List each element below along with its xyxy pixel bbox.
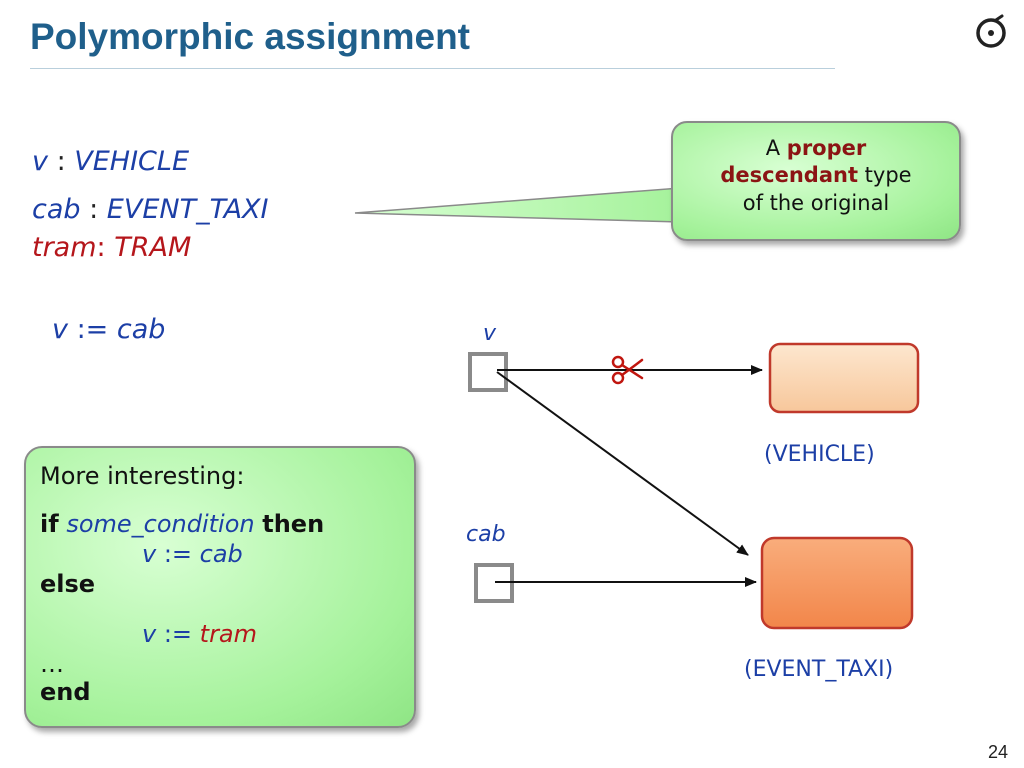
else-keyword: else xyxy=(40,570,96,598)
decl-v-sep: : xyxy=(47,146,75,177)
assign-source: cab xyxy=(116,314,166,345)
then-source: cab xyxy=(199,540,243,568)
callout-line-3: of the original xyxy=(742,190,890,215)
else-source: tram xyxy=(199,620,258,648)
code-then-assign: v := cab xyxy=(142,542,243,566)
else-op: := xyxy=(156,620,200,648)
code-if-line: if some_condition then xyxy=(40,512,324,536)
then-target: v xyxy=(142,540,157,568)
decl-v-name: v xyxy=(32,146,48,177)
decl-cab-sep: : xyxy=(80,194,107,225)
decl-cab-type: EVENT_TAXI xyxy=(106,194,269,225)
callout-highlight-2: descendant xyxy=(720,163,858,188)
slide-title: Polymorphic assignment xyxy=(30,16,470,57)
event-taxi-label: (EVENT_TAXI) xyxy=(744,657,894,682)
callout-suffix: type xyxy=(858,163,912,188)
page-number: 24 xyxy=(988,742,1009,762)
conditional-code-box: More interesting: if some_condition then… xyxy=(24,446,416,728)
then-keyword: then xyxy=(262,510,325,538)
callout-line-2: descendant type xyxy=(673,162,959,189)
end-keyword: end xyxy=(40,678,91,706)
vehicle-label: (VEHICLE) xyxy=(764,442,875,467)
declaration-tram: tram: TRAM xyxy=(32,234,191,261)
callout-line-1: A proper xyxy=(673,135,959,162)
code-else-assign: v := tram xyxy=(142,622,257,646)
arrow-v-to-taxi xyxy=(496,371,749,556)
scissors-icon xyxy=(611,355,644,385)
reference-box-v xyxy=(468,352,508,392)
event-taxi-object xyxy=(760,536,914,630)
callout-prefix: A xyxy=(765,136,787,160)
declaration-cab: cab : EVENT_TAXI xyxy=(32,196,269,223)
decl-cab-name: cab xyxy=(32,194,81,225)
eiffel-logo-icon xyxy=(976,14,1006,48)
then-op: := xyxy=(156,540,200,568)
ref-v-label: v xyxy=(483,321,497,346)
vehicle-object xyxy=(768,342,920,414)
else-target: v xyxy=(142,620,157,648)
decl-tram-sep: : xyxy=(96,232,115,263)
ref-cab-label: cab xyxy=(466,522,506,547)
condition-name: some_condition xyxy=(66,510,255,538)
assign-op: := xyxy=(67,314,117,345)
decl-v-type: VEHICLE xyxy=(74,146,189,177)
decl-tram-name: tram xyxy=(32,232,97,263)
if-keyword: if xyxy=(40,510,59,538)
assign-target: v xyxy=(52,314,68,345)
code-heading: More interesting: xyxy=(40,462,245,490)
assignment-statement: v := cab xyxy=(52,316,165,343)
callout-highlight-1: proper xyxy=(786,136,867,160)
title-divider xyxy=(30,68,835,69)
proper-descendant-callout: A proper descendant type of the original xyxy=(671,121,961,241)
callout-pointer xyxy=(354,187,681,223)
code-ellipsis: … xyxy=(40,650,64,678)
decl-tram-type: TRAM xyxy=(114,232,192,263)
declaration-v: v : VEHICLE xyxy=(32,148,189,175)
